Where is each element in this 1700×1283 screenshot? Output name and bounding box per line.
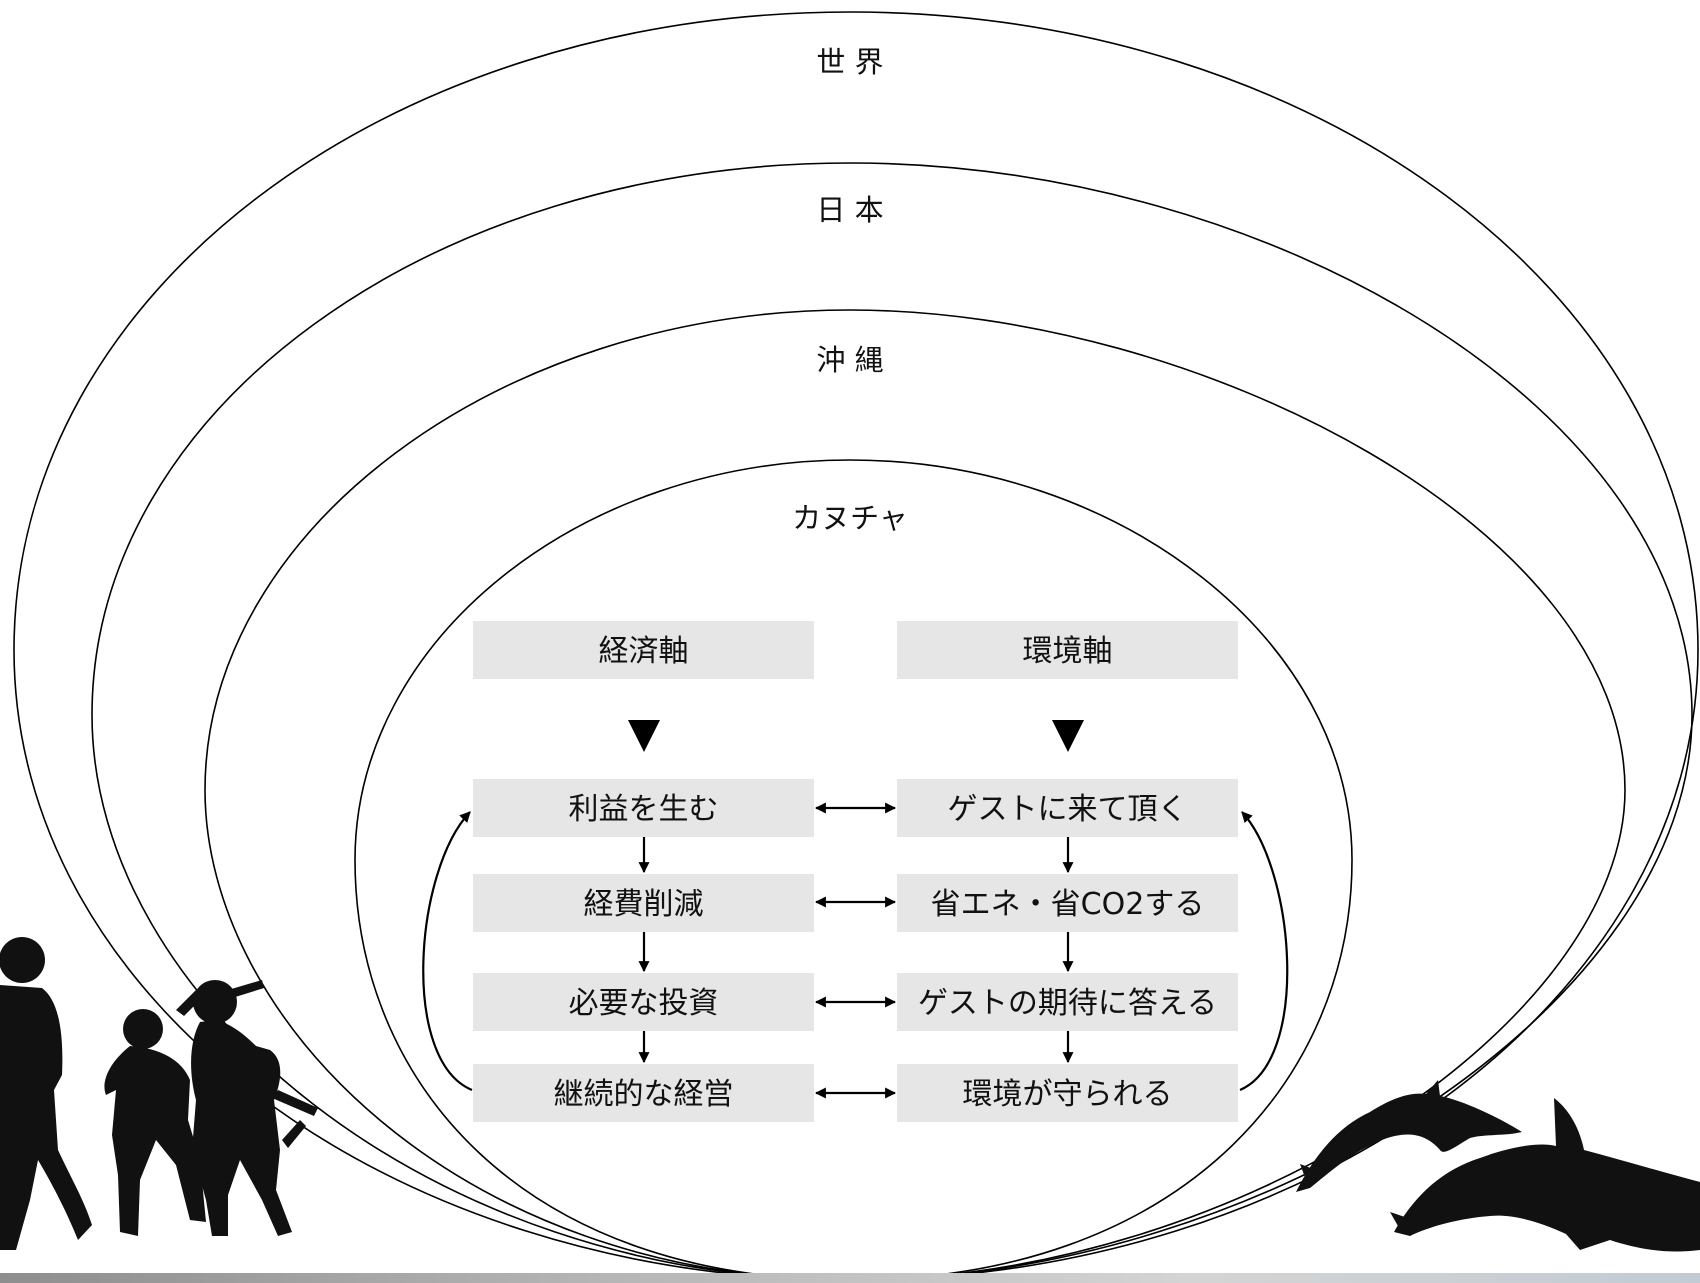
- economy-step-3-label: 必要な投資: [569, 986, 719, 1021]
- horizontal-arrows: [814, 802, 897, 1099]
- economy-step-1-label: 利益を生む: [569, 792, 719, 827]
- economy-step-4: 継続的な経営: [473, 1064, 814, 1122]
- environment-step-4: 環境が守られる: [897, 1064, 1238, 1122]
- economy-down-triangle-icon: [628, 720, 660, 752]
- vertical-arrows: [638, 837, 1074, 1064]
- ring-label-okinawa: 沖 縄: [816, 343, 883, 377]
- ring-okinawa: [204, 309, 1626, 1281]
- environment-step-1-label: ゲストに来て頂く: [948, 792, 1188, 827]
- economy-axis-header-label: 経済軸: [599, 634, 689, 669]
- environment-down-triangle-icon: [1052, 720, 1084, 752]
- people-silhouette-icon: [0, 937, 318, 1250]
- environment-step-3: ゲストの期待に答える: [897, 973, 1238, 1031]
- ring-label-kanucha: カヌチャ: [792, 501, 908, 535]
- ring-label-world: 世 界: [816, 45, 883, 79]
- environment-feedback-arrow: [1239, 811, 1289, 1092]
- ring-kanucha: [354, 459, 1353, 1281]
- bottom-gradient-bar: [0, 1273, 1700, 1283]
- environment-step-2-label: 省エネ・省CO2する: [931, 887, 1205, 922]
- economy-step-1: 利益を生む: [473, 779, 814, 837]
- economy-step-4-label: 継続的な経営: [554, 1077, 734, 1112]
- economy-step-3: 必要な投資: [473, 973, 814, 1031]
- economy-step-2: 経費削減: [473, 874, 814, 932]
- environment-step-3-label: ゲストの期待に答える: [918, 986, 1217, 1021]
- environment-axis-header: 環境軸: [897, 621, 1238, 679]
- economy-axis-header: 経済軸: [473, 621, 814, 679]
- ring-world: [13, 11, 1699, 1281]
- environment-step-2: 省エネ・省CO2する: [897, 874, 1238, 932]
- rings: [13, 11, 1699, 1281]
- environment-step-4-label: 環境が守られる: [963, 1077, 1173, 1112]
- ring-label-japan: 日 本: [816, 193, 883, 227]
- ring-japan: [91, 162, 1693, 1281]
- dolphin-silhouette-icon: [1296, 1080, 1700, 1252]
- environment-step-1: ゲストに来て頂く: [897, 779, 1238, 837]
- environment-axis-header-label: 環境軸: [1023, 634, 1113, 669]
- economy-feedback-arrow: [422, 811, 473, 1092]
- economy-step-2-label: 経費削減: [584, 887, 704, 922]
